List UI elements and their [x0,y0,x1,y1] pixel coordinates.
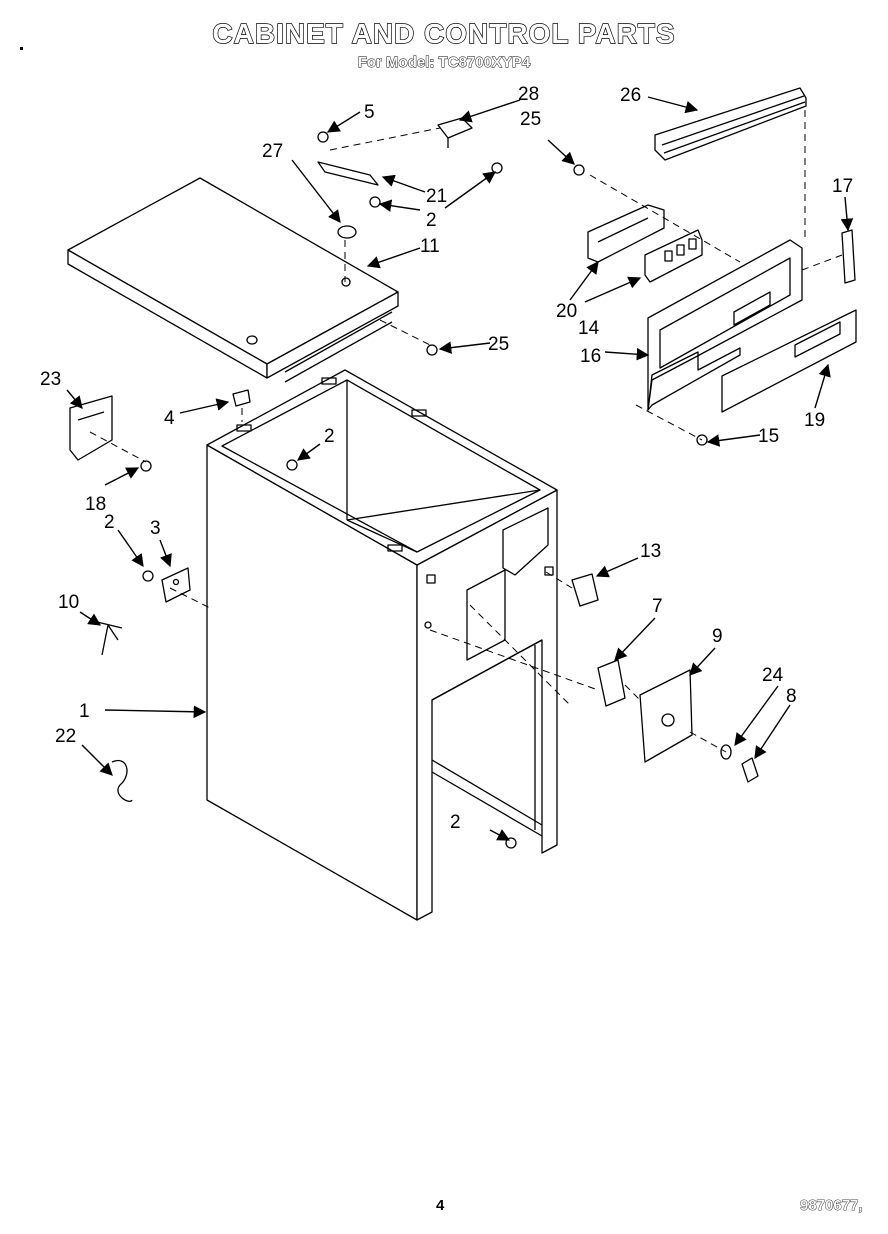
callout-23: 23 [40,369,61,390]
callout-2-bottom: 2 [450,812,461,833]
callout-5: 5 [364,102,375,123]
model-subtitle: For Model: TC8700XYP4 [357,54,531,72]
callout-labels: 1 2 2 2 2 3 4 5 7 8 9 10 11 13 14 15 16 … [40,84,853,833]
bracket-3 [161,567,191,603]
corner-mark [20,47,23,50]
callout-9: 9 [712,626,723,647]
callout-4: 4 [164,408,175,429]
callout-19: 19 [804,410,825,431]
callout-8: 8 [786,686,797,707]
cabinet-top [67,177,399,383]
console-panel [647,239,803,411]
plate-9 [639,669,693,763]
screws [140,131,708,849]
alignment-lines [89,110,843,753]
callout-25-console: 25 [520,109,541,130]
callout-17: 17 [832,176,853,197]
end-cap [841,229,856,284]
callout-2-hinge: 2 [426,210,437,231]
knob-8 [741,757,759,783]
callout-28: 28 [518,84,539,105]
callout-21: 21 [426,186,447,207]
callout-27: 27 [262,141,283,162]
document-number: 9870677, [800,1197,863,1215]
console-overlay [721,309,857,413]
callout-26: 26 [620,85,641,106]
cord-clip-22 [111,759,133,802]
callout-25-lid: 25 [488,334,509,355]
callout-11: 11 [420,236,440,257]
callout-18: 18 [85,494,106,515]
callout-16: 16 [580,346,601,367]
top-hinge [317,117,473,186]
page-number: 4 [436,1197,445,1214]
callout-15: 15 [758,426,779,447]
cabinet [206,369,558,921]
leader-lines [66,96,854,841]
plug-27 [337,225,357,239]
callout-22: 22 [55,726,76,747]
clip-10 [96,621,123,656]
callout-20: 20 [556,301,577,322]
callout-10: 10 [58,592,79,613]
switch-block [644,229,703,283]
page-title: CABINET AND CONTROL PARTS [212,17,676,49]
console-trim [654,87,807,161]
side-bracket-23 [69,395,113,461]
callout-2-cabinet-top: 2 [324,426,335,447]
console-bracket [587,204,665,263]
callout-7: 7 [652,596,663,617]
callout-14: 14 [578,318,600,339]
callout-3: 3 [150,518,161,539]
latch-4 [232,389,251,407]
callout-13: 13 [640,541,661,562]
callout-2-side: 2 [104,512,115,533]
callout-24: 24 [762,665,784,686]
switch-13 [571,573,599,607]
callout-1: 1 [79,701,90,722]
timer-7 [597,659,626,707]
